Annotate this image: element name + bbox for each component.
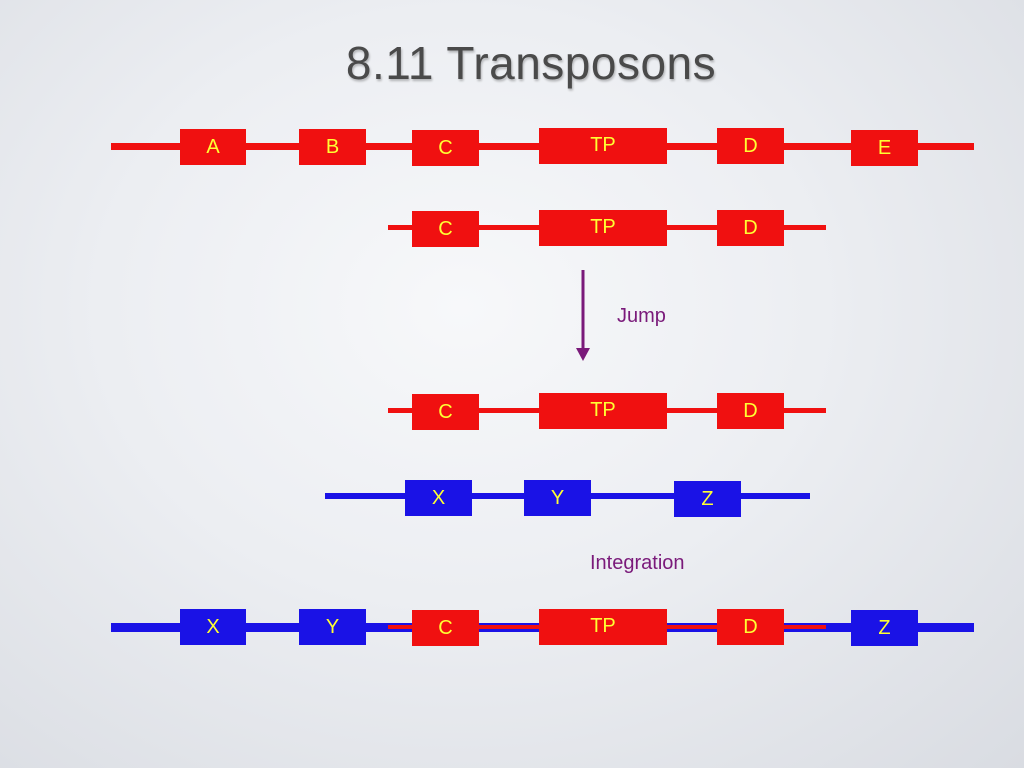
- moved-gene-c: C: [412, 394, 479, 430]
- integration-label: Integration: [590, 552, 685, 574]
- integrated-gene-d: D: [717, 609, 784, 645]
- excised-gene-d: D: [717, 210, 784, 246]
- original-gene-d: D: [717, 128, 784, 164]
- integrated-gene-z: Z: [851, 610, 918, 646]
- excised-gene-c: C: [412, 211, 479, 247]
- moved-gene-tp: TP: [539, 393, 667, 429]
- integrated-gene-x: X: [180, 609, 246, 645]
- integrated-gene-y: Y: [299, 609, 366, 645]
- original-gene-a: A: [180, 129, 246, 165]
- excised-gene-tp: TP: [539, 210, 667, 246]
- target-gene-x: X: [405, 480, 472, 516]
- jump-label: Jump: [617, 305, 666, 327]
- jump-arrow-icon: [576, 270, 590, 361]
- slide-title: 8.11 Transposons: [345, 37, 717, 89]
- target-gene-z: Z: [674, 481, 741, 517]
- original-gene-c: C: [412, 130, 479, 166]
- target-gene-y: Y: [524, 480, 591, 516]
- moved-gene-d: D: [717, 393, 784, 429]
- integrated-gene-tp: TP: [539, 609, 667, 645]
- original-gene-b: B: [299, 129, 366, 165]
- integrated-gene-c: C: [412, 610, 479, 646]
- original-gene-e: E: [851, 130, 918, 166]
- original-gene-tp: TP: [539, 128, 667, 164]
